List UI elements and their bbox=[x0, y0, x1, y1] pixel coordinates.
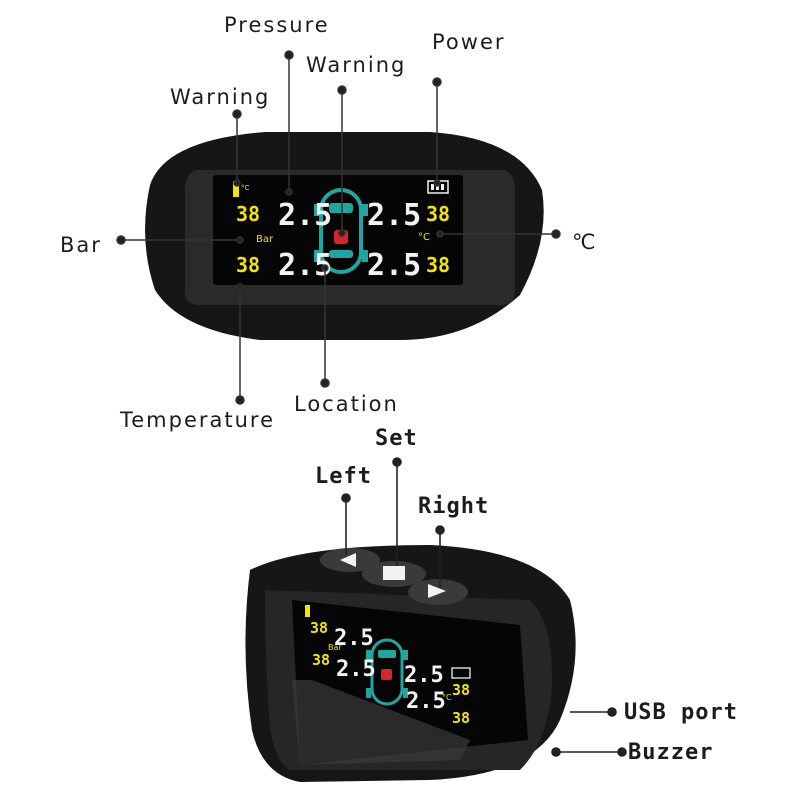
label-bar: Bar bbox=[60, 233, 102, 257]
label-pressure: Pressure bbox=[224, 13, 330, 37]
bottom-temp-fr: 38 bbox=[452, 681, 470, 699]
bottom-thermometer-icon bbox=[305, 605, 310, 617]
bottom-unit-bar: Bar bbox=[328, 643, 342, 652]
top-pressure-fl: 2.5 bbox=[278, 198, 332, 233]
label-buzzer: Buzzer bbox=[628, 740, 714, 765]
bottom-pressure-rr: 2.5 bbox=[406, 689, 446, 714]
top-car-icon bbox=[314, 188, 368, 274]
top-pressure-fr: 2.5 bbox=[367, 198, 421, 233]
bottom-car-icon bbox=[366, 638, 408, 706]
bottom-pressure-rl: 2.5 bbox=[336, 657, 376, 682]
top-temp-fr: 38 bbox=[426, 202, 450, 226]
bottom-unit-c: °C bbox=[442, 693, 452, 702]
left-button[interactable] bbox=[320, 548, 380, 572]
svg-text:°C: °C bbox=[241, 184, 250, 192]
bottom-device: 38 38 38 38 2.5 2.5 2.5 2.5 Bar °C bbox=[245, 545, 576, 782]
label-usb-port: USB port bbox=[624, 700, 738, 725]
top-leader-lines bbox=[116, 50, 561, 405]
bottom-pressure-fr: 2.5 bbox=[404, 663, 444, 688]
bottom-pressure-fl: 2.5 bbox=[334, 626, 374, 651]
top-temp-fl: 38 bbox=[236, 202, 260, 226]
label-left: Left bbox=[315, 464, 372, 489]
label-location: Location bbox=[294, 392, 399, 416]
top-device: °C 38 38 38 38 2.5 2.5 2.5 2.5 Bar °C bbox=[145, 132, 544, 340]
top-temp-rl: 38 bbox=[236, 253, 260, 277]
label-warning-left: Warning bbox=[170, 85, 271, 109]
label-power: Power bbox=[432, 30, 506, 54]
top-pressure-rr: 2.5 bbox=[367, 248, 421, 283]
set-button[interactable] bbox=[362, 561, 426, 587]
bottom-temp-rl: 38 bbox=[312, 651, 330, 669]
bottom-temp-fl: 38 bbox=[310, 619, 328, 637]
top-thermometer-icon: °C bbox=[233, 181, 250, 197]
bottom-battery-icon bbox=[451, 667, 471, 679]
top-unit-c: °C bbox=[418, 232, 430, 243]
top-temp-rr: 38 bbox=[426, 253, 450, 277]
right-button[interactable] bbox=[408, 579, 468, 605]
label-set: Set bbox=[375, 426, 418, 451]
bottom-leader-lines bbox=[341, 457, 627, 757]
bottom-warning-icon bbox=[381, 669, 392, 680]
bottom-temp-rr: 38 bbox=[452, 709, 470, 727]
label-right: Right bbox=[418, 494, 490, 519]
label-warning-center: Warning bbox=[306, 53, 407, 77]
label-celsius: ℃ bbox=[572, 230, 598, 254]
top-unit-bar: Bar bbox=[256, 234, 274, 245]
bottom-screen-reflection bbox=[292, 680, 470, 765]
label-temperature: Temperature bbox=[120, 408, 276, 432]
